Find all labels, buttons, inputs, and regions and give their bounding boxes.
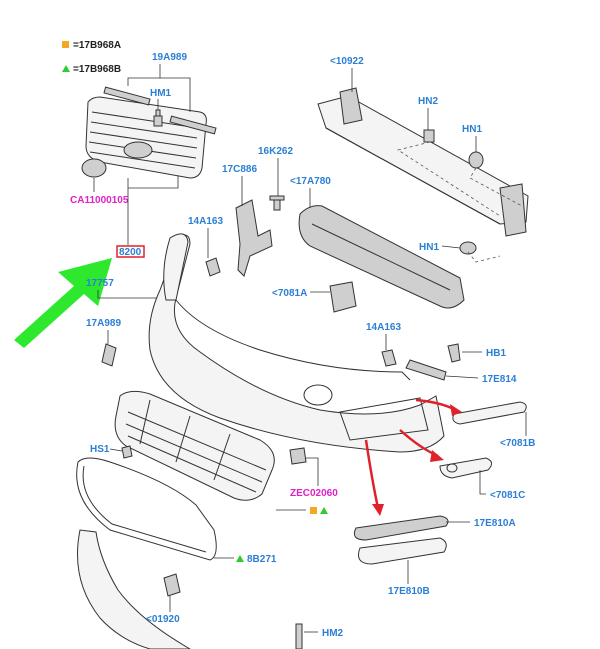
zec-triangle-icon [320, 507, 328, 514]
upper-trim-strip-left [103, 86, 151, 106]
lower-lip [77, 529, 191, 649]
red-arrow-1 [415, 398, 462, 416]
label-hm1: HM1 [150, 88, 172, 99]
label-17E810B: 17E810B [388, 586, 430, 597]
bracket-17C886 [235, 199, 273, 277]
label-16K262: 16K262 [258, 146, 293, 157]
grille-surround-trim [76, 457, 217, 561]
label-hs1: HS1 [90, 444, 110, 455]
lower-grille [114, 390, 275, 501]
legend-triangle-text: =17B968B [73, 64, 121, 75]
label-14A163-right: 14A163 [366, 322, 401, 333]
callout-box-8200 [116, 245, 145, 258]
label-14A163-left: 14A163 [188, 216, 223, 227]
legend-square-text: =17B968A [73, 40, 121, 51]
bracket-14A163-right [381, 349, 397, 367]
label-ca11000105: CA11000105 [70, 195, 129, 206]
bezel-7081C [439, 457, 492, 479]
label-17E814: 17E814 [482, 374, 517, 385]
label-17C886: 17C886 [222, 164, 257, 175]
legend-triangle-icon [62, 65, 70, 72]
clip-hb1 [447, 343, 461, 363]
label-17E810A: 17E810A [474, 518, 516, 529]
red-arrow-2 [399, 429, 444, 462]
label-17A989: 17A989 [86, 318, 121, 329]
bumper-cover [148, 234, 445, 453]
label-01920: <01920 [146, 614, 180, 625]
red-arrow-3 [364, 439, 384, 516]
label-8200: 8200 [119, 247, 142, 258]
part-17A989-icon [101, 343, 117, 367]
clip-hs1 [121, 445, 133, 459]
bracket-14A163-left [205, 257, 221, 277]
legend-square-icon [62, 41, 69, 48]
label-17757: 17757 [86, 278, 114, 289]
label-7081B: <7081B [500, 438, 535, 449]
bumper-reinforcement [317, 87, 529, 237]
zec-square-icon [310, 507, 317, 514]
strip-17E810A [353, 515, 449, 541]
nut-hn1-top [468, 151, 484, 169]
energy-absorber [298, 205, 465, 309]
label-19A989: 19A989 [152, 52, 187, 63]
label-hb1: HB1 [486, 348, 506, 359]
label-hn1-bottom: HN1 [419, 242, 439, 253]
bezel-17E814 [405, 359, 447, 381]
sensor-01920 [163, 573, 181, 597]
label-17A780: <17A780 [290, 176, 331, 187]
nut-hn2 [423, 129, 435, 143]
bracket-7081A [329, 281, 357, 313]
label-8B271-triangle-icon [236, 555, 244, 562]
label-8B271: 8B271 [247, 554, 277, 565]
connector-zec [289, 447, 307, 465]
label-hn2: HN2 [418, 96, 438, 107]
side-bracket-left [163, 233, 189, 301]
emblem-icon [81, 158, 107, 178]
label-zec02060: ZEC02060 [290, 488, 338, 499]
strip-17E810B [358, 537, 447, 565]
label-hm2: HM2 [322, 628, 344, 639]
label-hn1-top: HN1 [462, 124, 482, 135]
label-10922: <10922 [330, 56, 364, 67]
label-7081A: <7081A [272, 288, 307, 299]
screw-16K262 [269, 195, 285, 211]
fog-lamp-hole-icon [446, 463, 458, 473]
label-7081C: <7081C [490, 490, 525, 501]
screw-hm2 [295, 623, 303, 649]
upper-trim-strip-right [169, 115, 217, 135]
bezel-7081B [452, 401, 527, 425]
big-green-arrow [14, 258, 112, 348]
